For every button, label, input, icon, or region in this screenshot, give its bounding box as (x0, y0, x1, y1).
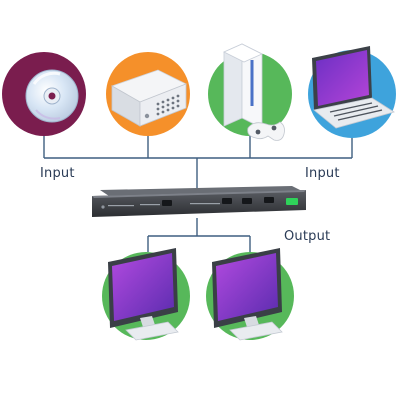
cd-disc-icon (2, 52, 86, 136)
media-box-icon (106, 52, 190, 136)
monitor-icon (102, 248, 190, 341)
input-label-left: Input (40, 166, 75, 181)
laptop-icon (308, 46, 396, 138)
hdmi-matrix-switch-icon (92, 186, 306, 217)
output-label: Output (284, 229, 331, 244)
input-label-right: Input (305, 166, 340, 181)
monitor-icon (206, 248, 294, 341)
game-console-icon (208, 43, 292, 141)
